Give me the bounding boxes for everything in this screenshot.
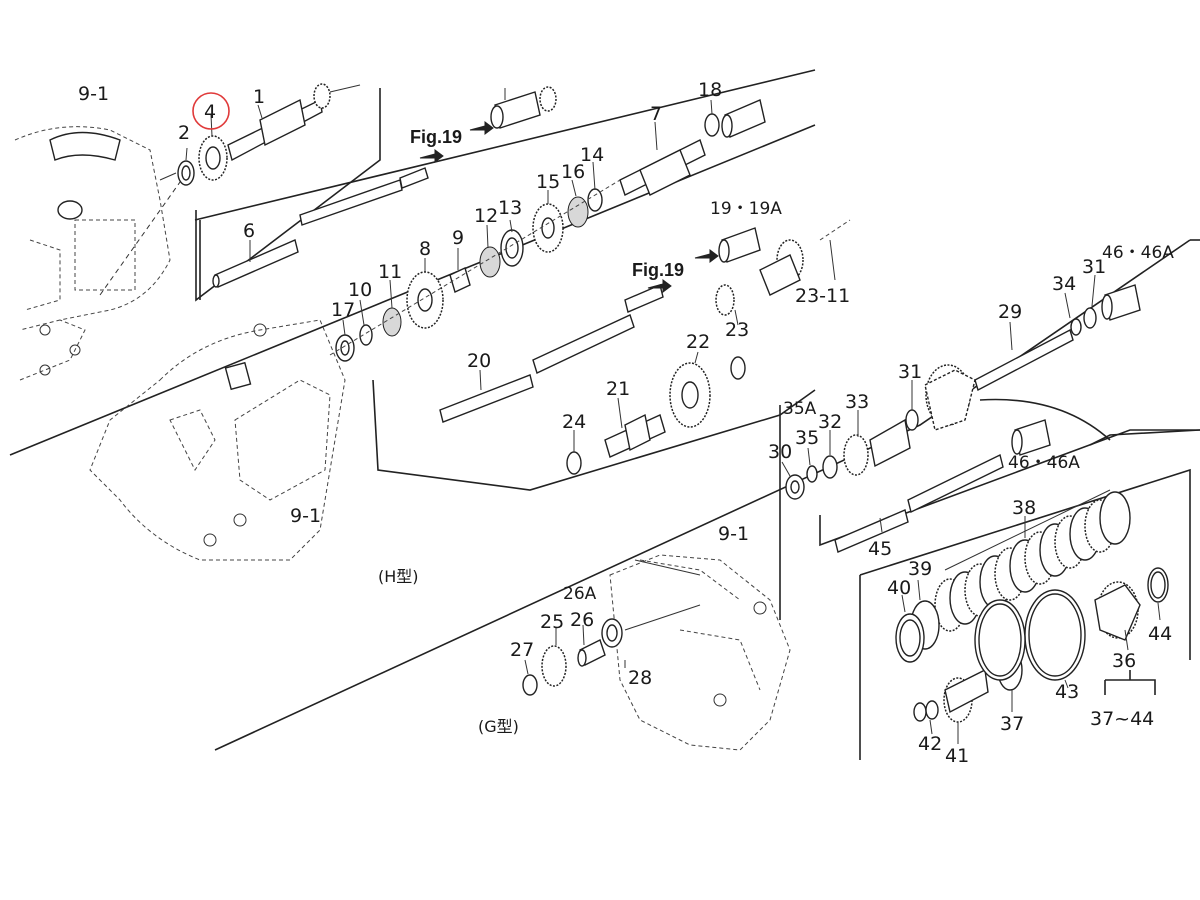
label-part-35a: 35A xyxy=(783,399,817,419)
label-part-34: 34 xyxy=(1052,273,1076,295)
label-part-44: 44 xyxy=(1148,623,1172,645)
label-part-31: 31 xyxy=(898,361,922,383)
label-part-31-top: 31 xyxy=(1082,256,1106,278)
label-part-27: 27 xyxy=(510,639,534,661)
label-part-18: 18 xyxy=(698,79,722,101)
label-part-21: 21 xyxy=(606,378,630,400)
label-part-37-44: 37~44 xyxy=(1090,708,1154,730)
plate-stack-38 xyxy=(934,489,1131,632)
label-part-8: 8 xyxy=(419,238,431,260)
label-part-32: 32 xyxy=(818,411,842,433)
lower-shafts xyxy=(439,219,851,475)
label-part-23-11: 23-11 xyxy=(795,285,850,307)
clutch-pack xyxy=(895,489,1169,744)
label-part-14: 14 xyxy=(580,144,604,166)
housing-9-1-mid xyxy=(89,319,346,561)
label-part-2: 2 xyxy=(178,122,190,144)
label-part-46-46a-top: 46・46A xyxy=(1102,243,1174,263)
label-9-1-top: 9-1 xyxy=(78,83,109,105)
type-captions: (H型) (G型) xyxy=(378,567,519,736)
housing-9-1-g xyxy=(609,554,791,751)
label-part-43: 43 xyxy=(1055,681,1079,703)
label-fig19-a: Fig.19 xyxy=(410,127,462,147)
label-part-35: 35 xyxy=(795,427,819,449)
part-labels: 9-1 1 2 4 6 7 8 9 10 11 12 13 14 15 16 1… xyxy=(78,79,1174,767)
label-part-36: 36 xyxy=(1112,650,1136,672)
label-part-38: 38 xyxy=(1012,497,1036,519)
label-9-1-mid: 9-1 xyxy=(290,505,321,527)
shaft-group-top xyxy=(159,83,361,186)
label-part-42: 42 xyxy=(918,733,942,755)
label-part-30: 30 xyxy=(768,441,792,463)
caption-g-type: (G型) xyxy=(478,717,519,736)
caption-h-type: (H型) xyxy=(378,567,419,586)
label-part-37: 37 xyxy=(1000,713,1024,735)
label-part-45: 45 xyxy=(868,538,892,560)
label-part-13: 13 xyxy=(498,197,522,219)
label-part-29: 29 xyxy=(998,301,1022,323)
label-part-17: 17 xyxy=(331,299,355,321)
label-part-10: 10 xyxy=(348,279,372,301)
housing-9-1-top xyxy=(14,126,186,381)
highlight-circle-part-4[interactable] xyxy=(192,92,230,130)
label-part-7: 7 xyxy=(650,103,662,125)
label-part-1: 1 xyxy=(253,86,265,108)
label-part-41: 41 xyxy=(945,745,969,767)
label-fig19-b: Fig.19 xyxy=(632,260,684,280)
label-part-26: 26 xyxy=(570,609,594,631)
upper-shafts xyxy=(212,86,766,362)
label-part-39: 39 xyxy=(908,558,932,580)
clutch-shaft-group xyxy=(781,274,1141,553)
label-part-15: 15 xyxy=(536,171,560,193)
label-part-9: 9 xyxy=(452,227,464,249)
label-part-12: 12 xyxy=(474,205,498,227)
label-part-33: 33 xyxy=(845,391,869,413)
label-part-25: 25 xyxy=(540,611,564,633)
label-part-24: 24 xyxy=(562,411,586,433)
label-part-4[interactable]: 4 xyxy=(204,101,216,123)
g-type-gear-group xyxy=(522,604,701,696)
label-part-16: 16 xyxy=(561,161,585,183)
label-part-22: 22 xyxy=(686,331,710,353)
label-part-40: 40 xyxy=(887,577,911,599)
label-part-11: 11 xyxy=(378,261,402,283)
label-9-1-right: 9-1 xyxy=(718,523,749,545)
label-part-26a: 26A xyxy=(563,584,597,604)
label-part-19-19a: 19・19A xyxy=(710,199,782,219)
label-part-6: 6 xyxy=(243,220,255,242)
label-part-23: 23 xyxy=(725,319,749,341)
label-part-28: 28 xyxy=(628,667,652,689)
label-part-46-46a-mid: 46・46A xyxy=(1008,453,1080,473)
label-part-20: 20 xyxy=(467,350,491,372)
